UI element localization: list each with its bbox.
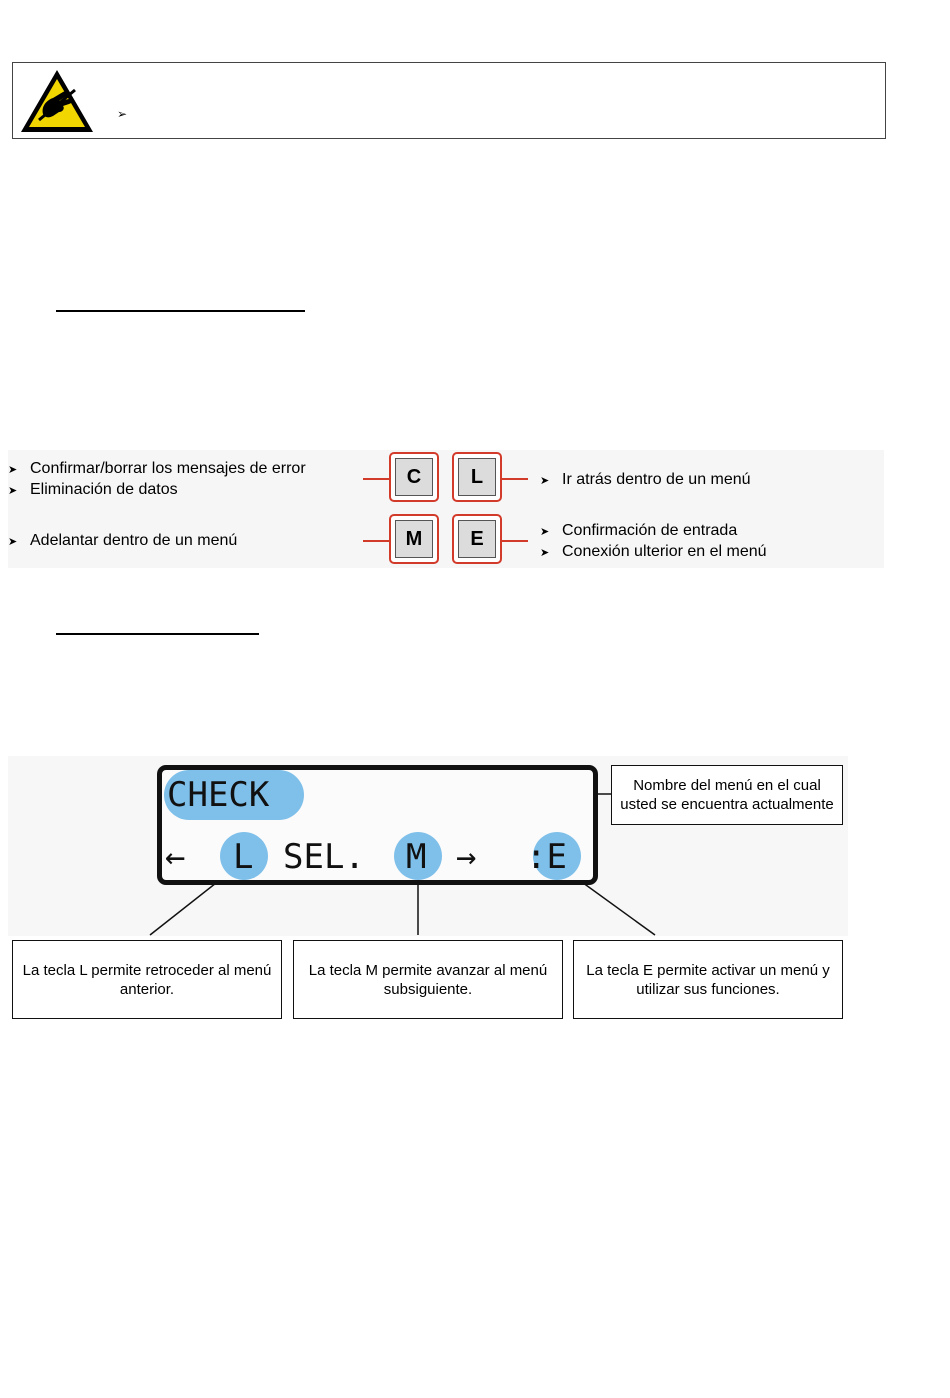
callout-menu-name: Nombre del menú en el cual usted se encu…	[611, 765, 843, 825]
bullet-icon: ➤	[540, 475, 550, 487]
callout-key-m: La tecla M permite avanzar al menú subsi…	[293, 940, 563, 1019]
bullet-icon: ➤	[8, 464, 18, 476]
key-e-description-2: ➤Conexión ulterior en el menú	[540, 541, 767, 564]
key-e-description-1: ➤Confirmación de entrada	[540, 520, 737, 543]
key-m-highlight	[394, 832, 442, 880]
key-m-description: ➤Adelantar dentro de un menú	[8, 530, 237, 553]
connector-line	[363, 478, 389, 480]
bullet-icon: ➤	[8, 485, 18, 497]
section-heading-underline-keys	[56, 310, 305, 312]
bullet-icon: ➤	[540, 526, 550, 538]
key-l-highlight	[220, 832, 268, 880]
bullet-icon: ➤	[540, 547, 550, 559]
esd-warning-box: ➢	[12, 62, 886, 139]
connector-line	[502, 478, 528, 480]
key-l[interactable]: L	[452, 452, 502, 502]
warning-bullet: ➢	[117, 107, 128, 121]
key-e[interactable]: E	[452, 514, 502, 564]
lcd-menu-name: CHECK	[167, 775, 270, 815]
key-c-description-1: ➤Confirmar/borrar los mensajes de error	[8, 458, 306, 481]
lcd-key-m: M	[406, 837, 427, 877]
menu-name-highlight	[164, 770, 304, 820]
lcd-sel-label: SEL.	[283, 837, 365, 877]
lcd-key-l: L	[233, 837, 254, 877]
esd-warning-icon	[21, 70, 93, 132]
callout-key-l: La tecla L permite retroceder al menú an…	[12, 940, 282, 1019]
lcd-left-arrow: ←	[165, 837, 186, 877]
lcd-key-e: :E	[526, 837, 567, 877]
key-m[interactable]: M	[389, 514, 439, 564]
section-heading-underline-display	[56, 633, 259, 635]
lcd-right-arrow: →	[456, 837, 477, 877]
connector-line	[502, 540, 528, 542]
key-e-highlight	[533, 832, 581, 880]
keypad-legend	[8, 450, 884, 568]
connector-line	[363, 540, 389, 542]
key-c[interactable]: C	[389, 452, 439, 502]
bullet-icon: ➤	[8, 536, 18, 548]
key-l-description: ➤Ir atrás dentro de un menú	[540, 469, 751, 492]
callout-key-e: La tecla E permite activar un menú y uti…	[573, 940, 843, 1019]
key-c-description-2: ➤Eliminación de datos	[8, 479, 178, 502]
